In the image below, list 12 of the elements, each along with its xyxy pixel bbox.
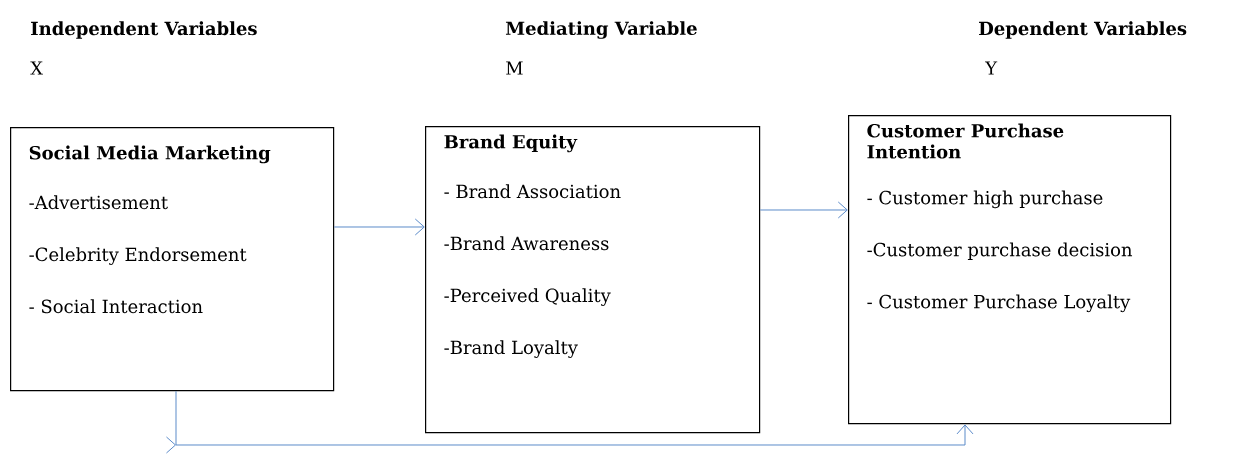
arrow	[165, 390, 974, 454]
column-heading: Dependent Variables	[979, 21, 1187, 39]
concept-box: Social Media Marketing -Advertisement -Celebrity Endorsement - Social Interaction	[10, 127, 335, 392]
variable-letter: X	[30, 61, 43, 75]
concept-box: Customer Purchase Intention - Customer high purchase -Customer purchase decision - Customer Purchase Loyalty	[848, 115, 1172, 425]
column-heading: Mediating Variable	[505, 21, 697, 39]
concept-box: Brand Equity - Brand Association -Brand Awareness -Perceived Quality -Brand Loyalty	[425, 126, 761, 434]
variable-letter: M	[506, 61, 523, 75]
variable-letter: Y	[985, 61, 998, 75]
arrow	[759, 201, 848, 219]
column-heading: Independent Variables	[31, 21, 257, 39]
arrow	[333, 218, 425, 236]
